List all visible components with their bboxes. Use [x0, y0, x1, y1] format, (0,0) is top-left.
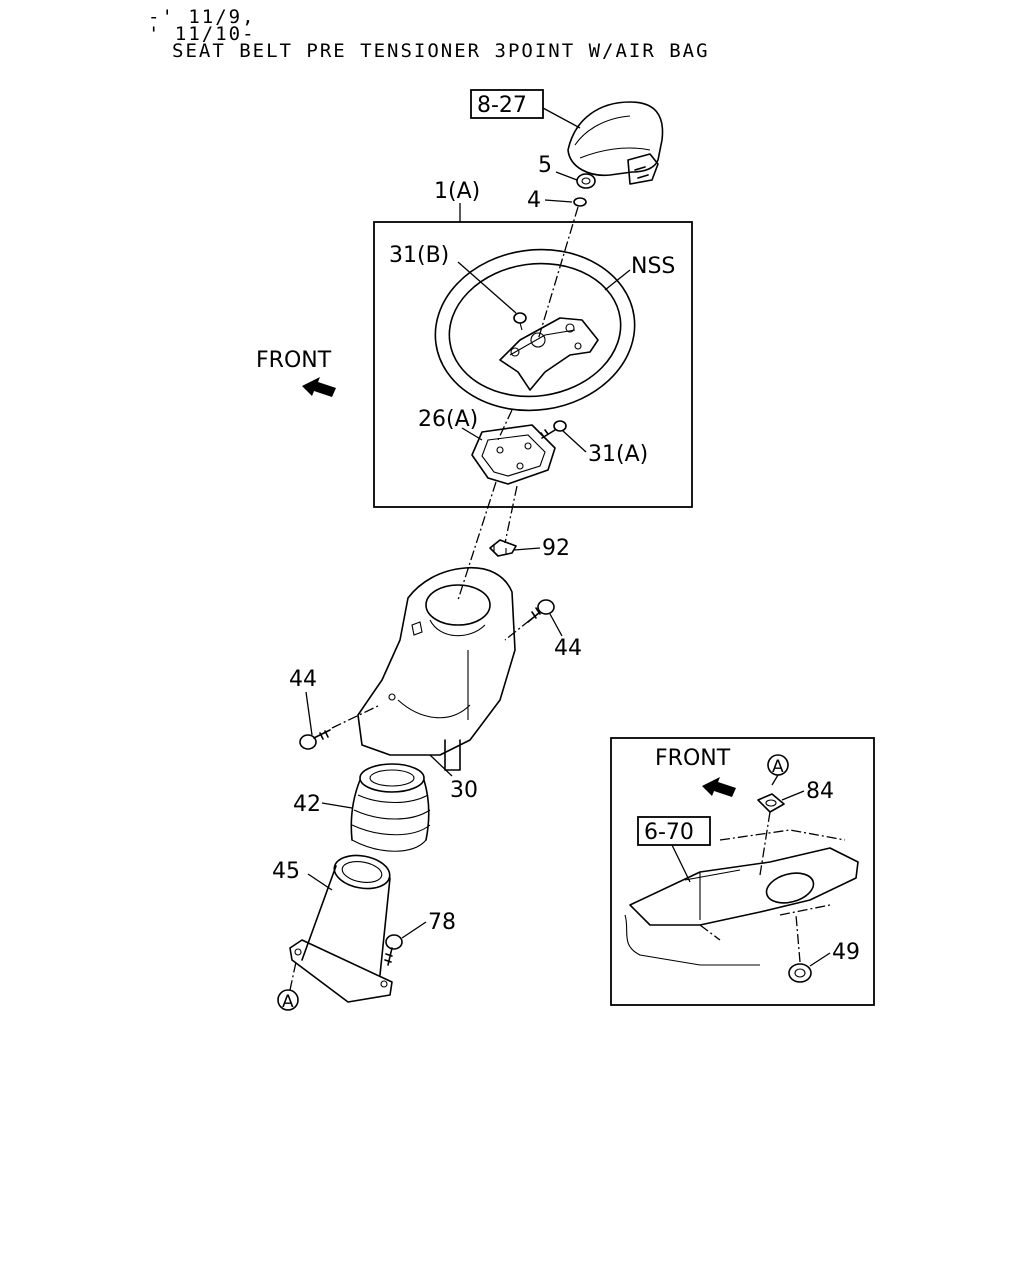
front-arrow-icon: [702, 777, 736, 797]
steering-wheel[interactable]: [425, 237, 645, 423]
part-4-label: 4: [527, 188, 541, 213]
lower-column-45[interactable]: [289, 851, 393, 1003]
header-line-2: ' 11/10-: [148, 23, 256, 45]
inset-box: [610, 737, 875, 1006]
front-label-main: FRONT: [256, 348, 332, 373]
part-26a-label: 26(A): [418, 407, 478, 432]
screw-44-left[interactable]: [299, 729, 331, 750]
ref-8-27-label: 8-27: [477, 93, 527, 118]
nut-5[interactable]: [576, 173, 596, 189]
part-92-label: 92: [542, 536, 570, 561]
part-31b-label: 31(B): [389, 243, 449, 268]
part-78-label: 78: [428, 910, 456, 935]
front-arrow-icon: [302, 377, 336, 397]
steering-assembly-box: [373, 221, 693, 508]
svg-text:A: A: [282, 992, 294, 1012]
marker-a-inset: A: [767, 754, 789, 786]
ref-8-27-box: [470, 89, 544, 119]
bolt-31b[interactable]: [513, 312, 527, 331]
washer-4[interactable]: [573, 197, 587, 207]
marker-a-main: A: [277, 961, 299, 1012]
bolt-78[interactable]: [384, 934, 403, 966]
part-49-label: 49: [832, 940, 860, 965]
hub-plate-26a[interactable]: [471, 424, 556, 485]
part-44-right-label: 44: [554, 636, 582, 661]
ref-6-70-box: [637, 816, 711, 846]
header-line-1: -' 11/9,: [148, 6, 256, 28]
front-label-inset: FRONT: [655, 746, 731, 771]
column-cover-30[interactable]: [357, 566, 516, 771]
nut-49[interactable]: [788, 963, 812, 983]
part-44-left-label: 44: [289, 667, 317, 692]
clip-92[interactable]: [489, 539, 517, 557]
part-30-label: 30: [450, 778, 478, 803]
part-84-label: 84: [806, 779, 834, 804]
ref-6-70-label: 6-70: [644, 820, 694, 845]
screw-31a[interactable]: [540, 420, 567, 439]
svg-text:A: A: [772, 757, 784, 777]
part-31a-label: 31(A): [588, 442, 648, 467]
boot-42[interactable]: [350, 763, 431, 852]
part-45-label: 45: [272, 859, 300, 884]
part-5-label: 5: [538, 153, 552, 178]
part-1a-label: 1(A): [434, 179, 480, 204]
airbag-module[interactable]: [567, 101, 664, 185]
part-42-label: 42: [293, 792, 321, 817]
nss-label: NSS: [631, 254, 675, 279]
screw-44-right[interactable]: [527, 599, 555, 623]
clip-84[interactable]: [757, 793, 785, 813]
floor-panel: [624, 829, 859, 966]
diagram-title: SEAT BELT PRE TENSIONER 3POINT W/AIR BAG: [172, 40, 710, 62]
